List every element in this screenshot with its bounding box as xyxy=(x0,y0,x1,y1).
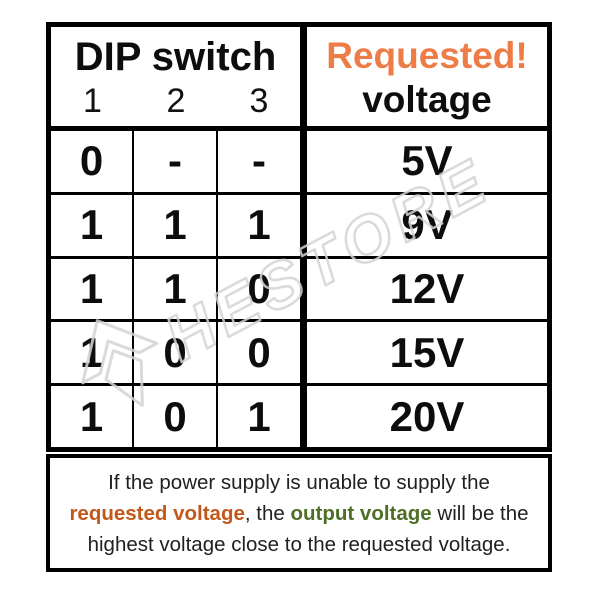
voltage-value: 20V xyxy=(300,386,547,447)
table-header: DIP switch 1 2 3 Requested! voltage xyxy=(51,27,547,131)
switch-1-value: 0 xyxy=(51,131,134,192)
switch-col-2-label: 2 xyxy=(166,81,186,120)
footnote-line-3: highest voltage close to the requested v… xyxy=(88,529,511,560)
switch-col-1-label: 1 xyxy=(83,81,102,120)
dip-switch-voltage-table: DIP switch 1 2 3 Requested! voltage 0 - … xyxy=(46,22,552,452)
table-row: 0 - - 5V xyxy=(51,131,547,195)
voltage-value: 15V xyxy=(300,322,547,384)
switch-2-value: 0 xyxy=(134,386,218,447)
switch-number-row: 1 2 3 xyxy=(51,84,300,118)
switch-1-value: 1 xyxy=(51,386,134,447)
footnote-text: , the xyxy=(244,501,291,525)
switch-1-value: 1 xyxy=(51,322,134,384)
requested-voltage-header: Requested! voltage xyxy=(307,27,547,126)
voltage-label: voltage xyxy=(362,78,492,120)
switch-3-value: 0 xyxy=(247,264,271,312)
table-row: 1 0 1 20V xyxy=(51,386,547,447)
requested-label: Requested! xyxy=(326,35,528,77)
switch-3-value: 1 xyxy=(247,392,271,440)
switch-2-value: 1 xyxy=(134,194,218,256)
footnote-text: highest voltage close to the requested v… xyxy=(87,532,511,556)
dip-switch-header: DIP switch 1 2 3 xyxy=(51,27,307,126)
voltage-value: 5V xyxy=(300,131,547,192)
table-row: 1 0 0 15V xyxy=(51,322,547,387)
switch-3-value: 0 xyxy=(247,328,271,376)
switch-2-value: 1 xyxy=(134,258,218,320)
dip-switch-title: DIP switch xyxy=(74,35,277,80)
switch-col-3-label: 3 xyxy=(249,81,269,120)
switch-2-value: - xyxy=(134,131,218,192)
requested-voltage-phrase: requested voltage xyxy=(69,501,245,525)
footnote-line-1: If the power supply is unable to supply … xyxy=(108,467,490,498)
voltage-value: 12V xyxy=(300,258,547,320)
switch-1-value: 1 xyxy=(51,194,134,256)
footnote-text: If the power supply is unable to supply … xyxy=(108,470,490,494)
switch-3-value: - xyxy=(252,137,266,185)
switch-3-value: 1 xyxy=(247,201,271,249)
table-row: 1 1 0 12V xyxy=(51,258,547,323)
switch-2-value: 0 xyxy=(134,322,218,384)
voltage-value: 9V xyxy=(300,194,547,256)
table-body: 0 - - 5V 1 1 1 9V 1 1 0 12V 1 0 0 1 xyxy=(51,131,547,447)
switch-1-value: 1 xyxy=(51,258,134,320)
table-row: 1 1 1 9V xyxy=(51,194,547,259)
footnote-text: will be the xyxy=(431,501,529,525)
output-voltage-phrase: output voltage xyxy=(290,501,432,525)
footnote-line-2: requested voltage, the output voltage wi… xyxy=(69,498,528,529)
footnote-box: If the power supply is unable to supply … xyxy=(46,454,552,572)
